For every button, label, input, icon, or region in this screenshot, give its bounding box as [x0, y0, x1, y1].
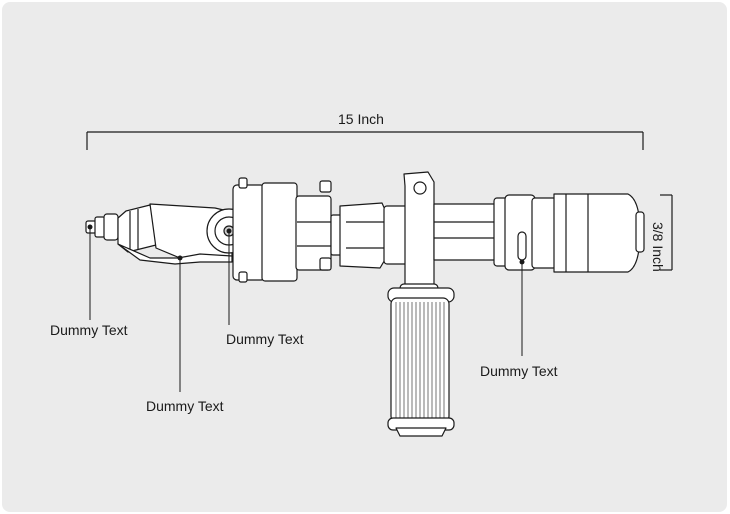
diameter-dimension-label: 3/8 Inch [650, 222, 666, 272]
diameter-dimension-bracket [660, 194, 673, 271]
callout-label-4: Dummy Text [480, 363, 558, 379]
side-handle [387, 171, 455, 437]
leader-dot-3 [226, 228, 232, 234]
callout-label-3: Dummy Text [226, 331, 304, 347]
leader-dot-2 [177, 255, 183, 261]
length-dimension-bracket [86, 131, 644, 150]
coupling [330, 202, 409, 269]
callout-label-2: Dummy Text [146, 398, 224, 414]
flange-block [232, 177, 332, 283]
callout-leaders [89, 227, 523, 392]
callout-label-1: Dummy Text [50, 322, 128, 338]
leader-dot-4 [519, 259, 525, 265]
length-dimension-label: 15 Inch [338, 111, 384, 127]
leader-dot-1 [87, 224, 93, 230]
air-inlet-fitting [85, 204, 157, 253]
barrel [433, 193, 645, 273]
